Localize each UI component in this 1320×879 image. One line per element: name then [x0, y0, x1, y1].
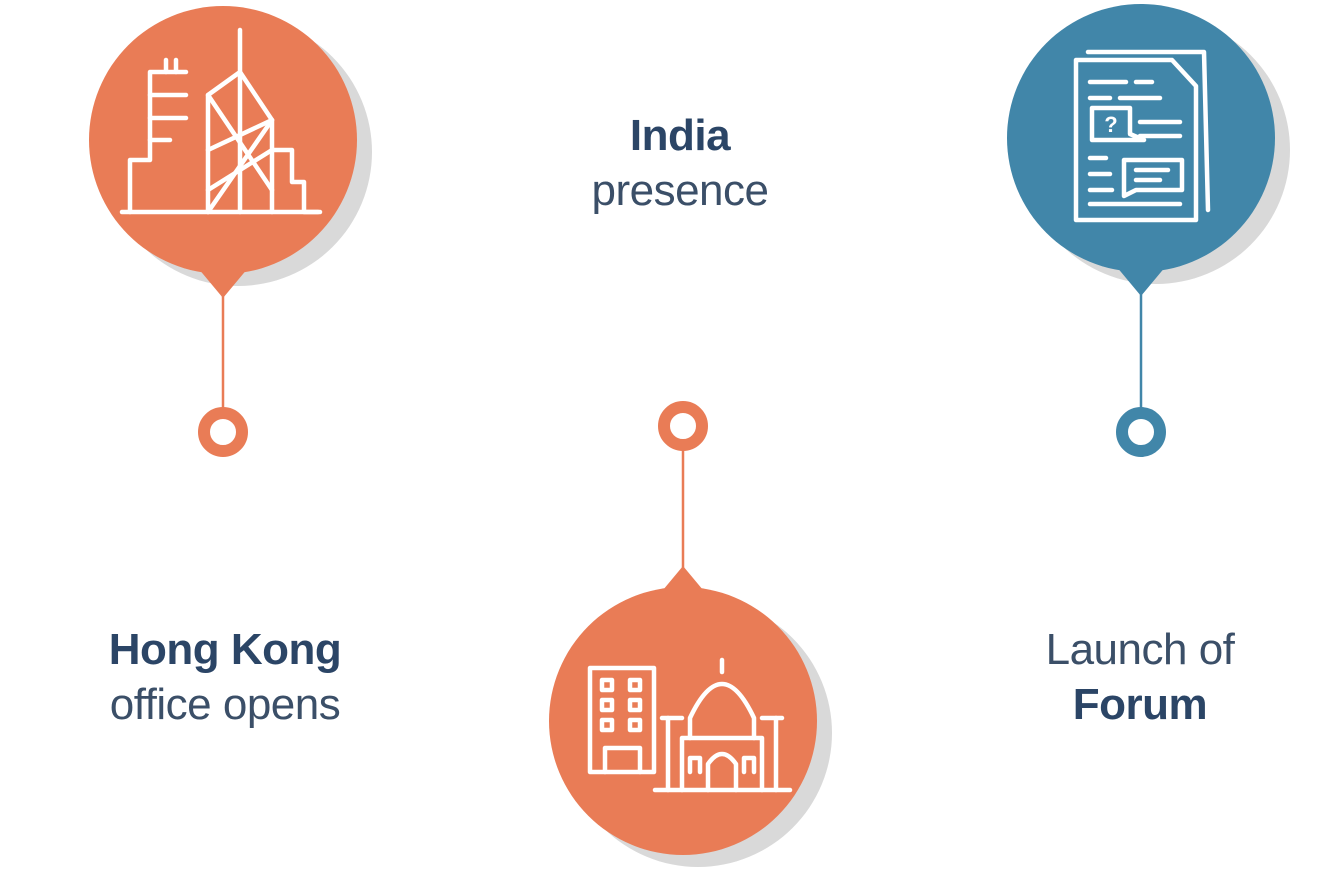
milestone-title: Hong Kong: [108, 625, 342, 674]
question-mark-glyph: ?: [1104, 112, 1117, 137]
milestone-subtitle: presence: [591, 166, 769, 215]
milestone-forum: ?: [1007, 4, 1290, 457]
timeline-node: [658, 401, 708, 451]
india-taj-mahal-icon: [587, 657, 793, 793]
hong-kong-skyline-icon: [119, 27, 323, 215]
timeline-node: [1116, 407, 1166, 457]
milestone-title: Forum: [1072, 680, 1208, 729]
milestone-label-hong-kong: Hong Kong office opens: [20, 622, 430, 732]
milestone-subtitle: Launch of: [1045, 625, 1235, 674]
milestone-subtitle: office opens: [109, 680, 341, 729]
milestone-label-india: India presence: [480, 108, 880, 218]
forum-document-chat-icon: [1073, 49, 1211, 223]
milestone-hong-kong: [89, 6, 372, 457]
timeline-node: [198, 407, 248, 457]
milestone-label-forum: Launch of Forum: [960, 622, 1320, 732]
milestone-title: India: [629, 111, 731, 160]
milestone-india: [549, 401, 832, 867]
